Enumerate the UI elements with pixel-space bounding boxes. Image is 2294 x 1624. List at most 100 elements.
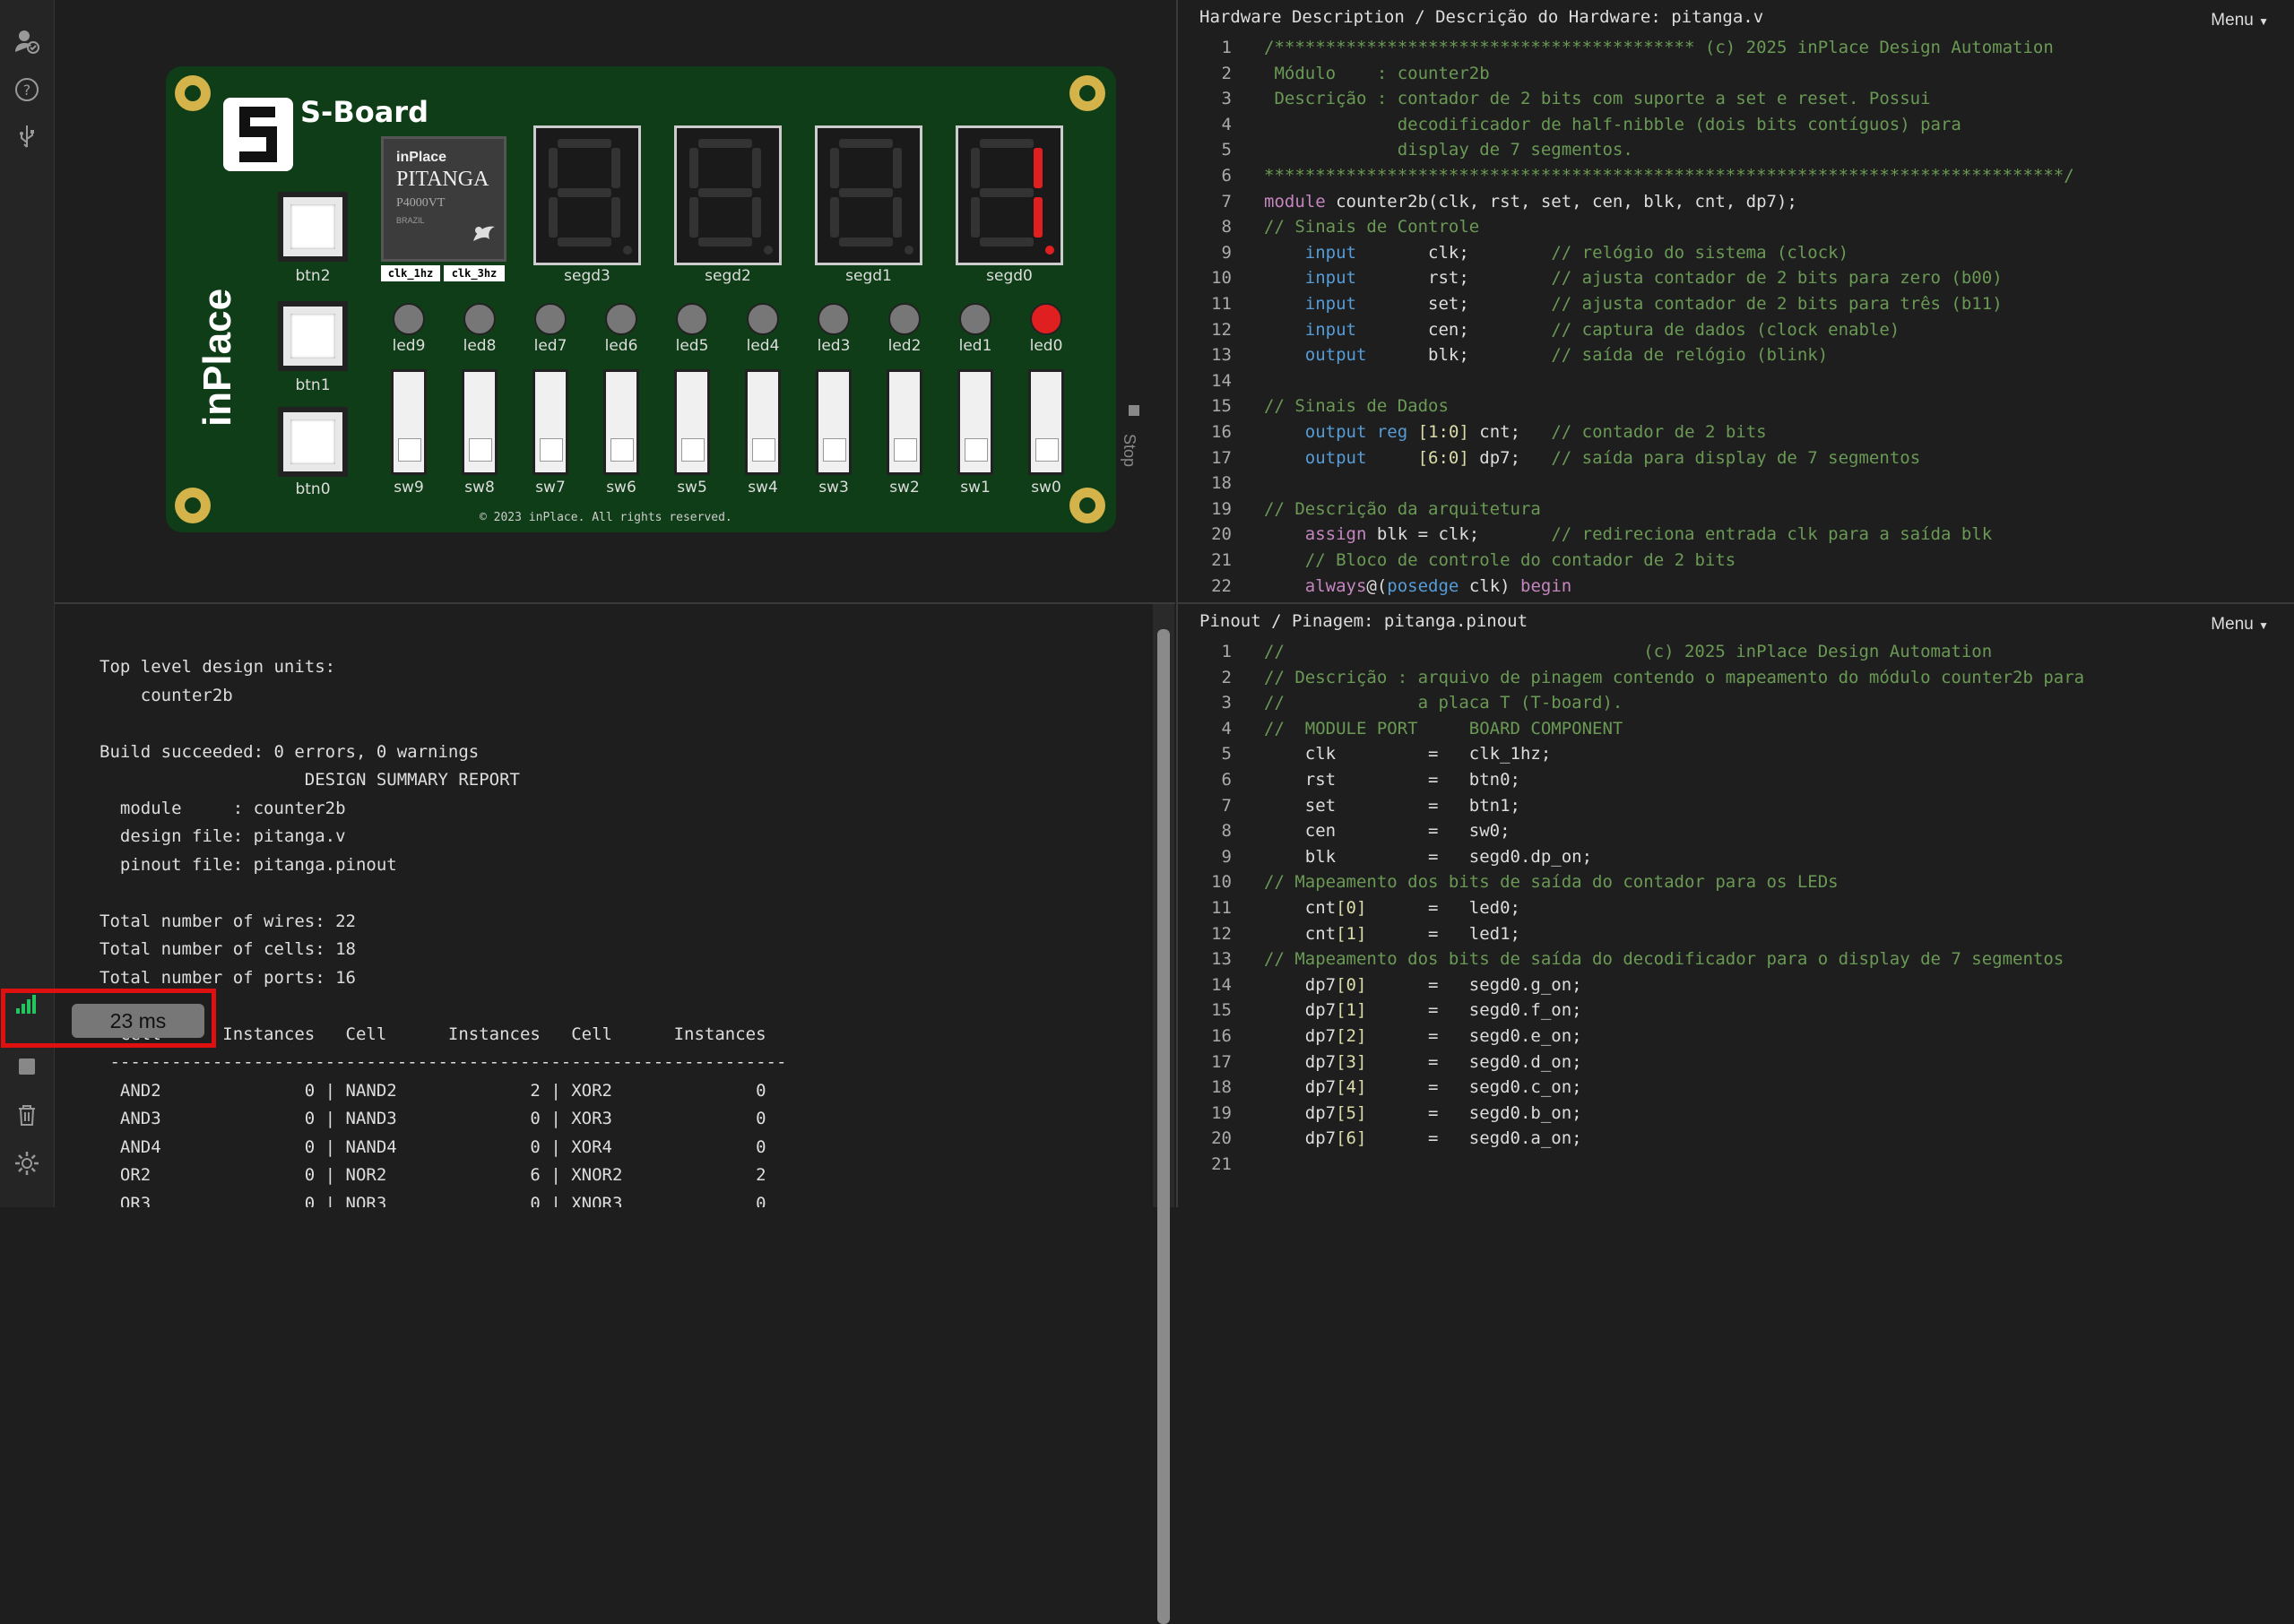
- code-line[interactable]: dp7[4] = segd0.c_on;: [1264, 1077, 1582, 1098]
- sw5-switch[interactable]: [674, 369, 710, 475]
- mount-hole: [175, 75, 211, 111]
- code-line[interactable]: assign blk = clk; // redireciona entrada…: [1304, 524, 1993, 545]
- console-line: Total number of ports: 16: [100, 967, 356, 988]
- code-line[interactable]: dp7[0] = segd0.g_on;: [1264, 974, 1582, 995]
- segment-f: [689, 148, 698, 188]
- code-line[interactable]: output reg [1:0] cnt; // contador de 2 b…: [1304, 422, 1767, 442]
- code-line[interactable]: // Descrição da arquitetura: [1264, 498, 1541, 519]
- bird-logo-icon: [473, 226, 495, 241]
- btn2-button[interactable]: [278, 192, 348, 262]
- code-line[interactable]: module counter2b(clk, rst, set, cen, blk…: [1264, 191, 1797, 212]
- sw1-switch[interactable]: [957, 369, 993, 475]
- console-scroll-thumb[interactable]: [1157, 629, 1170, 1624]
- line-number: 21: [1211, 550, 1232, 570]
- line-number: 14: [1211, 974, 1232, 995]
- code-line[interactable]: cnt[0] = led0;: [1264, 898, 1520, 918]
- code-line[interactable]: // Sinais de Controle: [1264, 217, 1480, 238]
- code-line[interactable]: clk = clk_1hz;: [1264, 744, 1552, 764]
- code-line[interactable]: // Bloco de controle do contador de 2 bi…: [1304, 550, 1736, 570]
- led7-label: led7: [533, 337, 567, 355]
- code-line[interactable]: cen = sw0;: [1264, 821, 1511, 842]
- segment-b: [1034, 148, 1043, 188]
- code-line[interactable]: // Mapeamento dos bits de saída do decod…: [1264, 949, 2065, 970]
- segment-c: [752, 197, 761, 238]
- help-icon[interactable]: ?: [11, 73, 43, 106]
- line-number: 2: [1221, 667, 1232, 687]
- code-line[interactable]: Descrição : contador de 2 bits com supor…: [1264, 89, 1931, 109]
- code-line[interactable]: dp7[1] = segd0.f_on;: [1264, 1000, 1582, 1021]
- code-line[interactable]: // Mapeamento dos bits de saída do conta…: [1264, 872, 1839, 893]
- code-line[interactable]: dp7[2] = segd0.e_on;: [1264, 1026, 1582, 1046]
- segment-f: [830, 148, 839, 188]
- line-number: 17: [1211, 447, 1232, 468]
- usb-icon[interactable]: [11, 120, 43, 152]
- code-line[interactable]: ****************************************…: [1264, 166, 2074, 186]
- hdl-menu-button[interactable]: Menu ▼: [2211, 11, 2269, 30]
- code-line[interactable]: // a placa T (T-board).: [1264, 693, 1623, 713]
- sw4-switch[interactable]: [745, 369, 781, 475]
- line-number: 17: [1211, 1051, 1232, 1072]
- led6-label: led6: [604, 337, 638, 355]
- led1-label: led1: [958, 337, 992, 355]
- sw5-label: sw5: [677, 479, 707, 497]
- sw8-label: sw8: [464, 479, 495, 497]
- sw8-switch[interactable]: [462, 369, 498, 475]
- user-check-icon[interactable]: [11, 25, 43, 57]
- pinout-editor[interactable]: Pinout / Pinagem: pitanga.pinout Menu ▼ …: [1176, 604, 2294, 1207]
- line-number: 12: [1211, 319, 1232, 340]
- code-line[interactable]: rst = btn0;: [1264, 770, 1520, 790]
- code-line[interactable]: display de 7 segmentos.: [1264, 140, 1633, 160]
- code-line[interactable]: input set; // ajusta contador de 2 bits …: [1304, 294, 2003, 314]
- gear-icon[interactable]: [11, 1147, 43, 1179]
- pinout-menu-button[interactable]: Menu ▼: [2211, 615, 2269, 634]
- code-line[interactable]: // Sinais de Dados: [1264, 396, 1449, 417]
- code-line[interactable]: decodificador de half-nibble (dois bits …: [1264, 114, 1961, 134]
- segment-b: [893, 148, 902, 188]
- segment-e: [971, 197, 980, 238]
- code-line[interactable]: output [6:0] dp7; // saída para display …: [1304, 447, 1921, 468]
- console-line: AND4 0 | NAND4 0 | XOR4 0: [100, 1136, 766, 1157]
- led2-label: led2: [887, 337, 922, 355]
- segment-b: [752, 148, 761, 188]
- code-line[interactable]: output blk; // saída de relógio (blink): [1304, 345, 1829, 366]
- segment-a: [980, 139, 1034, 148]
- led8: [463, 303, 496, 335]
- line-number: 13: [1211, 949, 1232, 970]
- code-line[interactable]: cnt[1] = led1;: [1264, 923, 1520, 944]
- hdl-editor[interactable]: Hardware Description / Descrição do Hard…: [1176, 0, 2294, 604]
- code-line[interactable]: // MODULE PORT BOARD COMPONENT: [1264, 718, 1623, 739]
- sw6-switch[interactable]: [603, 369, 639, 475]
- stop-icon[interactable]: [11, 1050, 43, 1083]
- code-line[interactable]: // Descrição : arquivo de pinagem conten…: [1264, 667, 2085, 687]
- console-line: OR2 0 | NOR2 6 | XNOR2 2: [100, 1165, 766, 1185]
- code-line[interactable]: blk = segd0.dp_on;: [1264, 846, 1593, 867]
- btn1-button[interactable]: [278, 301, 348, 371]
- code-line[interactable]: dp7[5] = segd0.b_on;: [1264, 1102, 1582, 1123]
- hdl-editor-title: Hardware Description / Descrição do Hard…: [1199, 7, 1764, 27]
- line-number: 15: [1211, 1000, 1232, 1021]
- stop-simulation-button[interactable]: Stop: [1121, 405, 1148, 477]
- code-line[interactable]: dp7[3] = segd0.d_on;: [1264, 1051, 1582, 1072]
- sw7-switch[interactable]: [532, 369, 568, 475]
- btn0-button[interactable]: [278, 407, 348, 477]
- code-line[interactable]: /***************************************…: [1264, 38, 2054, 57]
- sw9-switch[interactable]: [391, 369, 427, 475]
- code-line[interactable]: input cen; // captura de dados (clock en…: [1304, 319, 1900, 340]
- trash-icon[interactable]: [11, 1099, 43, 1131]
- sw2-switch[interactable]: [887, 369, 922, 475]
- segment-dp: [764, 246, 773, 255]
- code-line[interactable]: // (c) 2025 inPlace Design Automation: [1264, 642, 1993, 661]
- code-line[interactable]: always@(posedge clk) begin: [1304, 575, 1572, 596]
- code-line[interactable]: input rst; // ajusta contador de 2 bits …: [1304, 268, 2003, 289]
- console-scrollbar[interactable]: [1153, 604, 1174, 1624]
- sw3-switch[interactable]: [816, 369, 852, 475]
- code-line[interactable]: set = btn1;: [1264, 795, 1520, 816]
- console-line: Total number of wires: 22: [100, 911, 356, 931]
- sw0-switch[interactable]: [1028, 369, 1064, 475]
- code-line[interactable]: dp7[6] = segd0.a_on;: [1264, 1128, 1582, 1149]
- led5-label: led5: [675, 337, 709, 355]
- svg-text:?: ?: [23, 82, 31, 99]
- line-number: 19: [1211, 498, 1232, 519]
- code-line[interactable]: input clk; // relógio do sistema (clock): [1304, 242, 1849, 263]
- code-line[interactable]: Módulo : counter2b: [1264, 63, 1490, 83]
